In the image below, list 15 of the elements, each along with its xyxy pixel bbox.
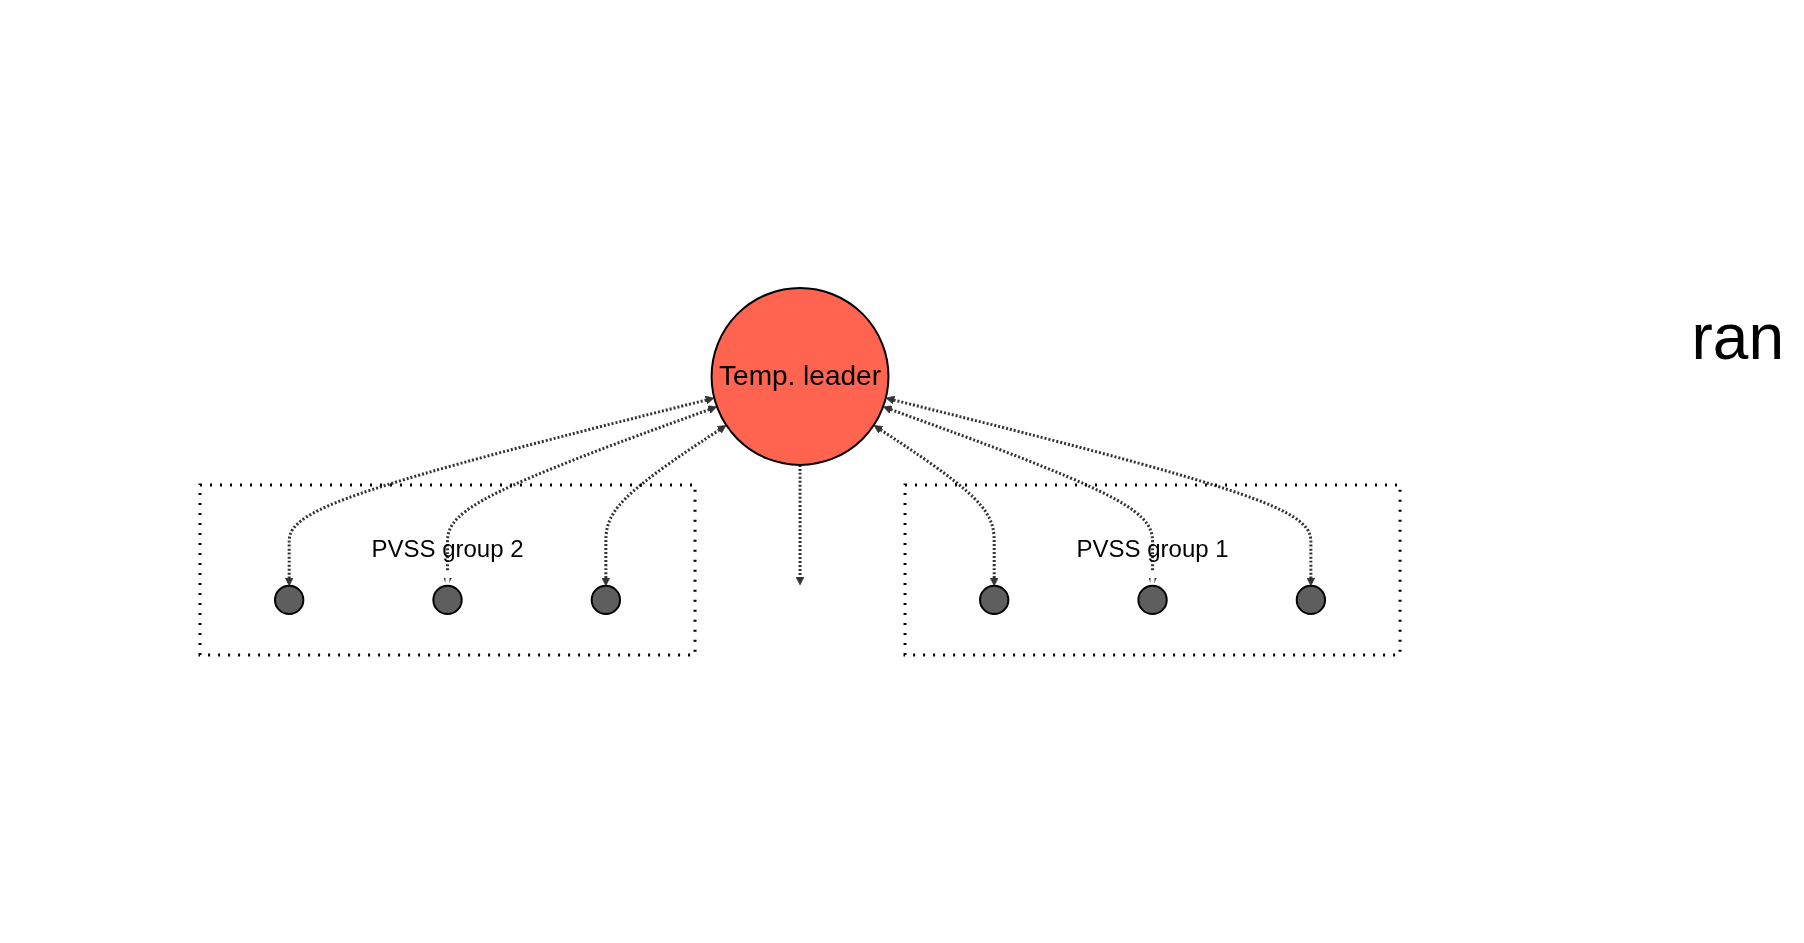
partial-label: ran xyxy=(1691,300,1784,374)
arrow xyxy=(284,395,715,587)
node-circle xyxy=(432,584,463,616)
node-circle xyxy=(1295,584,1327,616)
arrow xyxy=(885,395,1316,587)
arrow xyxy=(601,425,727,587)
node-circle xyxy=(590,584,621,616)
cluster: PVSS group 1 xyxy=(903,483,1402,657)
arrow xyxy=(873,425,999,587)
node-circle xyxy=(979,584,1010,616)
arrow xyxy=(795,464,805,586)
node-circle xyxy=(273,584,305,616)
cluster: PVSS group 2 xyxy=(198,483,697,657)
node-circle xyxy=(1137,584,1168,616)
node-circle: Temp. leader xyxy=(710,287,890,466)
